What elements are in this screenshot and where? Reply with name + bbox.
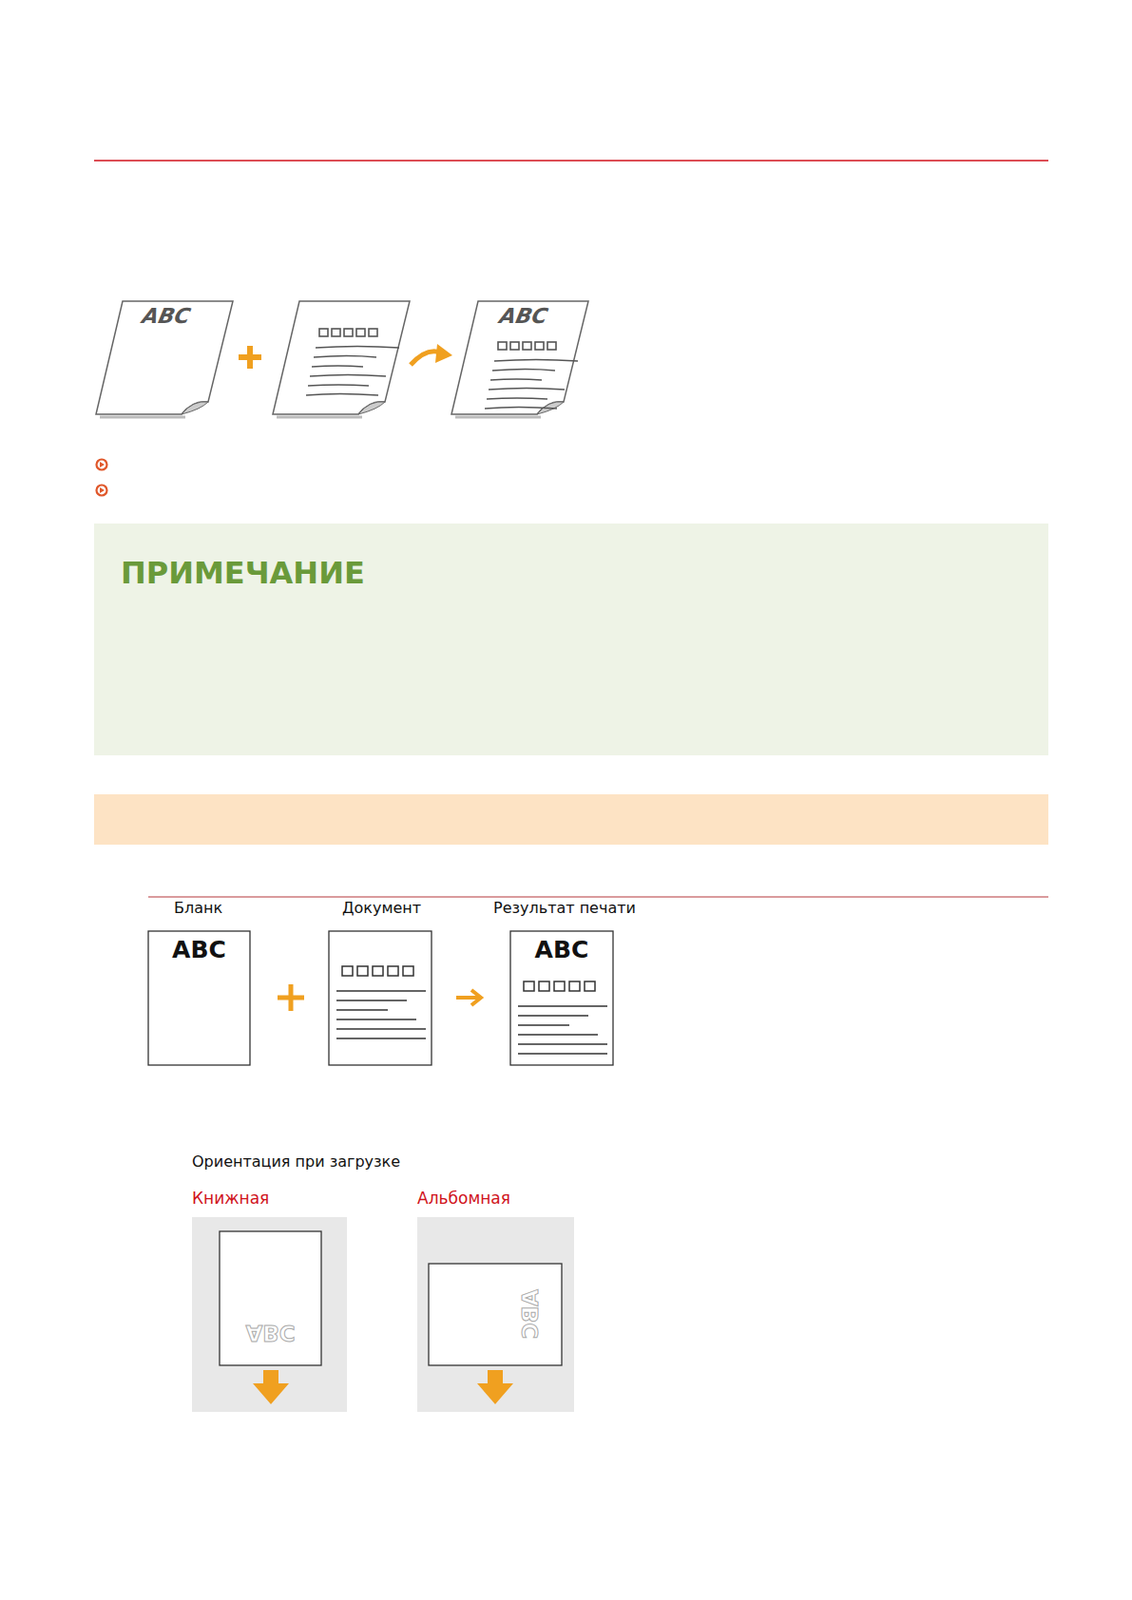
orientation-heading: Ориентация при загрузке [191, 1152, 401, 1171]
form-sheet: ABC [148, 936, 250, 975]
sheet-text: ABC [497, 304, 601, 328]
sheet-text: ABC [535, 936, 590, 964]
form-sheet: ABC [142, 304, 242, 343]
result-sheet: ABC [510, 936, 614, 975]
sheet-caption: Документ [342, 899, 422, 918]
sheet-caption: Результат печати [493, 899, 636, 918]
orientation-label: Альбомная [417, 1189, 511, 1209]
sheet-text: ABC [172, 936, 227, 964]
result-sheet: ABC [499, 304, 599, 343]
orientation-label: Книжная [191, 1189, 269, 1209]
note-heading: ПРИМЕЧАНИЕ [120, 557, 1049, 589]
sheet-text: ABC [245, 1321, 295, 1346]
sheet-caption: Бланк [173, 899, 223, 918]
landscape-sheet: ABC [520, 1273, 559, 1360]
note-panel: ПРИМЕЧАНИЕ [94, 523, 1049, 756]
sheet-text: ABC [518, 1289, 543, 1340]
sheet-text: ABC [139, 304, 244, 328]
portrait-sheet: ABC [219, 1321, 322, 1356]
